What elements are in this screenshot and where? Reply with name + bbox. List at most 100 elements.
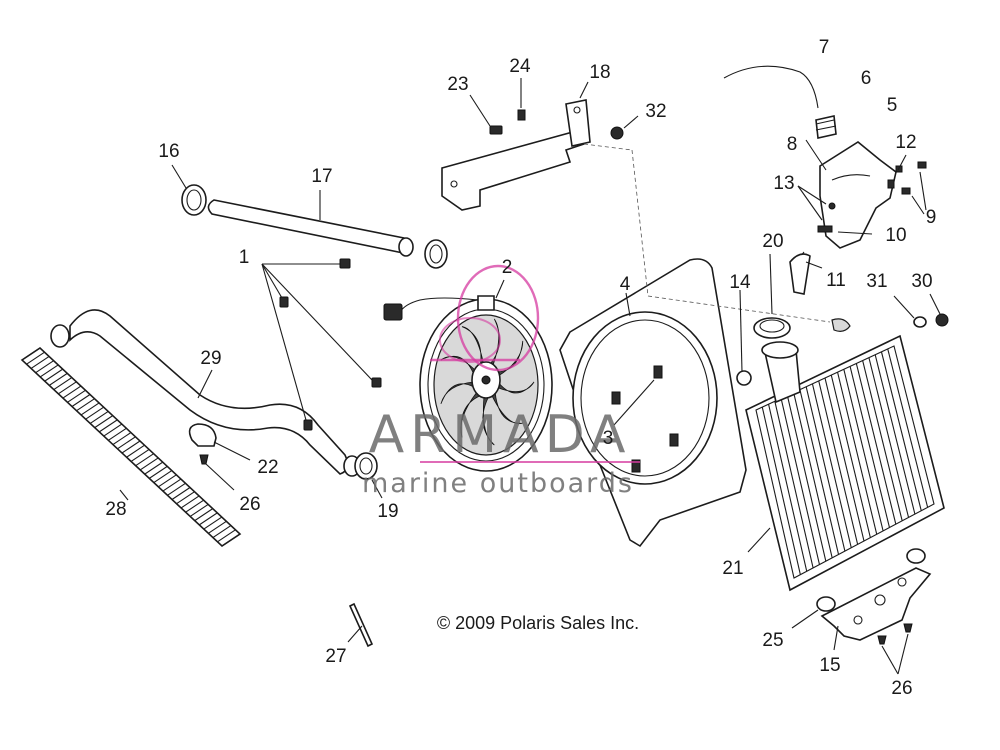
radiator-fin <box>880 351 922 511</box>
nut-32 <box>610 115 639 140</box>
tube-rib <box>194 508 214 522</box>
callout-label: 10 <box>885 225 906 246</box>
callout-label: 2 <box>502 257 513 278</box>
tube-rib <box>21 347 41 361</box>
tube-rib <box>185 499 204 513</box>
tube-rib <box>103 423 123 437</box>
coolant-reservoir <box>723 65 897 249</box>
callout-label: 32 <box>645 101 666 122</box>
tube-rib <box>108 427 127 441</box>
callout-label: 22 <box>257 457 278 478</box>
radiator-fin <box>830 374 871 538</box>
radiator-fin <box>862 360 903 521</box>
tube-rib <box>144 461 164 475</box>
radiator-fin <box>799 389 840 555</box>
radiator-fin <box>774 401 814 569</box>
callout-label: 25 <box>762 630 783 651</box>
tube-rib <box>171 487 191 500</box>
callout-label: 6 <box>861 68 872 89</box>
callout-label: 7 <box>819 37 830 58</box>
hose-clamp-16 <box>171 164 207 216</box>
tube-rib <box>189 503 209 517</box>
pin-27 <box>347 602 374 648</box>
bolts-26-right <box>877 623 913 675</box>
tube-rib <box>58 381 77 395</box>
callout-label: 26 <box>891 678 912 699</box>
watermark-swirl <box>456 264 540 372</box>
callout-label: 18 <box>589 62 610 83</box>
fan-shroud <box>559 258 747 548</box>
callout-label: 16 <box>158 141 179 162</box>
tube-rib <box>212 525 232 539</box>
tube-rib <box>48 372 68 386</box>
callout-label: 23 <box>447 74 468 95</box>
tube-rib <box>203 516 223 530</box>
tube-rib <box>44 368 64 382</box>
callout-label: 1 <box>239 247 250 268</box>
hose-clip-22 <box>188 423 251 461</box>
callout-label: 20 <box>762 231 783 252</box>
fan-blade <box>496 381 535 394</box>
tube-rib <box>30 355 50 369</box>
watermark-brand: ARMADA <box>369 405 632 465</box>
cooling-fan <box>383 279 553 472</box>
reservoir-hardware <box>789 154 927 295</box>
callout-label: 4 <box>620 274 631 295</box>
tube-rib <box>148 465 168 479</box>
callout-label: 24 <box>509 56 531 77</box>
radiator-fin <box>843 369 884 532</box>
tube-rib <box>167 482 186 496</box>
tube-rib <box>221 533 241 547</box>
tube-rib <box>62 385 82 399</box>
callout-label: 3 <box>603 428 614 449</box>
tube-rib <box>67 389 86 403</box>
tube-rib <box>180 495 200 509</box>
callout-label: 27 <box>325 646 346 667</box>
lower-hose <box>50 309 361 477</box>
callout-label: 13 <box>773 173 794 194</box>
radiator-fin <box>837 372 878 535</box>
callout-label: 12 <box>895 132 916 153</box>
radiator-fin <box>887 348 929 508</box>
radiator-fin <box>824 377 865 542</box>
tube-rib <box>71 394 91 407</box>
tube-rib <box>121 440 141 454</box>
nut-30-washer-31 <box>893 293 949 328</box>
callout-label: 19 <box>377 501 398 522</box>
tube-rib <box>39 364 59 378</box>
radiator-fin <box>855 363 897 525</box>
fan-blade <box>491 391 523 425</box>
radiator-fin <box>768 404 808 572</box>
bolt-26-left <box>199 454 235 491</box>
tube-rib <box>89 410 109 424</box>
upper-hose <box>207 190 414 257</box>
tube-rib <box>198 512 218 526</box>
screw-24 <box>517 78 526 121</box>
radiator-fin <box>868 357 910 518</box>
fan-blade <box>460 391 481 438</box>
watermark-swirl-inner <box>439 317 501 363</box>
assembly-lines <box>583 143 831 323</box>
tube-rib <box>162 478 182 492</box>
copyright-notice: © 2009 Polaris Sales Inc. <box>437 613 639 633</box>
callout-label: 29 <box>200 348 221 369</box>
tube-rib <box>76 398 95 412</box>
tube-rib <box>139 457 159 471</box>
tube-rib <box>26 351 45 365</box>
callout-label: 5 <box>887 95 898 116</box>
callout-label: 26 <box>239 494 260 515</box>
callout-label: 31 <box>866 271 887 292</box>
bolt-23 <box>469 94 503 135</box>
tube-rib <box>80 402 100 416</box>
tube-rib <box>208 520 227 534</box>
radiator-fin <box>805 386 846 552</box>
tube-rib <box>135 453 154 467</box>
tube-rib <box>176 491 195 505</box>
lower-bracket <box>791 548 932 651</box>
callouts: 1 2 3 4 5 6 7 8 9 10 11 12 13 14 15 16 1… <box>105 37 936 699</box>
callout-label: 8 <box>787 134 798 155</box>
hose-clamp-upper-right <box>424 239 448 269</box>
radiator <box>736 253 945 592</box>
radiator-fin <box>811 383 852 548</box>
